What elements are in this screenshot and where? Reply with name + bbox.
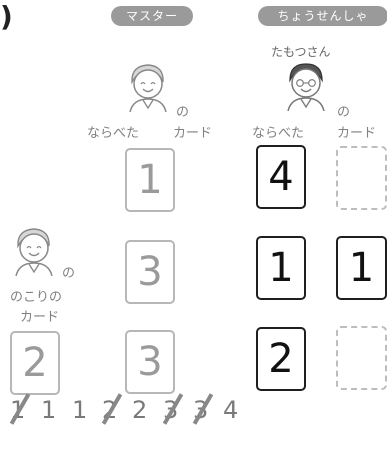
card-sequence: 1 1 1 2 2 3 3 4 xyxy=(9,393,270,436)
remaining-card: 2 xyxy=(10,331,60,395)
remaining-no: の xyxy=(62,266,76,281)
remaining-avatar xyxy=(15,228,53,276)
sequence-item-8: 4 xyxy=(223,396,239,424)
challenger-card-2: 1 xyxy=(256,236,306,300)
master-no: の xyxy=(176,105,190,120)
sequence-item-3: 1 xyxy=(72,396,88,424)
challenger-no: の xyxy=(337,105,351,120)
master-badge: マスター xyxy=(111,6,193,26)
challenger-card-1: 4 xyxy=(256,145,306,209)
extra-card-2: 1 xyxy=(336,236,387,300)
player-name: たもつさん xyxy=(271,45,331,59)
challenger-badge: ちょうせんしゃ xyxy=(258,6,387,26)
master-line1: ならべた xyxy=(87,126,140,141)
top-left-glyph: ) xyxy=(0,0,13,33)
challenger-avatar xyxy=(287,63,325,111)
sequence-item-5: 2 xyxy=(132,396,148,424)
master-card-2: 3 xyxy=(125,240,175,304)
master-card-3: 3 xyxy=(125,330,175,394)
challenger-line1: ならべた xyxy=(252,126,305,141)
challenger-card-3: 2 xyxy=(256,327,306,391)
master-avatar xyxy=(129,64,167,112)
sequence-item-2: 1 xyxy=(41,396,57,424)
master-card-1: 1 xyxy=(125,148,175,212)
challenger-line2: カード xyxy=(337,126,377,141)
remaining-line1: のこりの xyxy=(10,290,63,305)
master-line2: カード xyxy=(173,126,213,141)
remaining-line2: カード xyxy=(20,310,60,325)
extra-card-slot-1 xyxy=(336,146,387,210)
extra-card-slot-3 xyxy=(336,326,387,390)
